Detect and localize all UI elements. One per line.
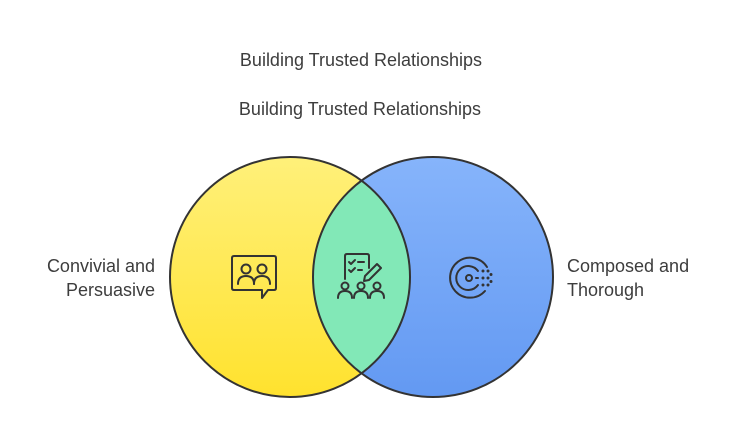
left-circle-outline [169, 156, 411, 398]
page-title: Building Trusted Relationships [239, 50, 483, 70]
composure-dial-icon [449, 256, 493, 299]
left-circle-label: Convivial and Persuasive [46, 256, 155, 300]
team-checklist-icon [337, 253, 385, 299]
right-circle-label: Composed and Thorough [567, 256, 690, 300]
overlap-label: Building Trusted Relationships [238, 99, 482, 119]
right-circle-outline [312, 156, 554, 398]
overlap-region [313, 157, 410, 397]
people-chat-icon [231, 255, 277, 299]
